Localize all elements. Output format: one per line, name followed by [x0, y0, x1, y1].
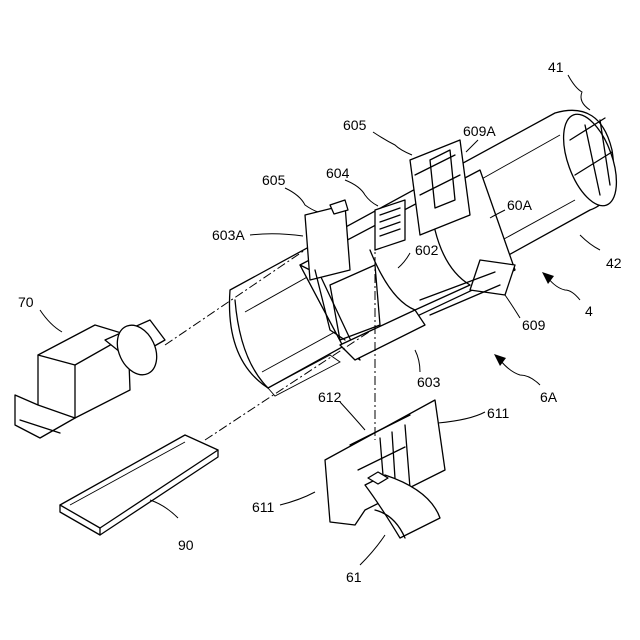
label-60A: 60A	[507, 197, 533, 213]
label-603A: 603A	[212, 227, 245, 243]
label-611-left: 611	[252, 499, 275, 515]
label-609: 609	[522, 317, 546, 333]
label-42: 42	[606, 255, 622, 271]
label-61: 61	[346, 569, 362, 585]
label-41: 41	[548, 59, 564, 75]
label-609A: 609A	[463, 123, 496, 139]
label-90: 90	[178, 537, 194, 553]
flat-plate	[60, 435, 218, 535]
label-611-right: 611	[487, 405, 510, 421]
label-604: 604	[326, 165, 350, 181]
label-612: 612	[318, 389, 342, 405]
label-70: 70	[18, 294, 34, 310]
label-602: 602	[415, 242, 439, 258]
label-4: 4	[585, 303, 593, 319]
label-603: 603	[417, 374, 441, 390]
label-605-left: 605	[262, 172, 286, 188]
end-cap	[15, 319, 165, 438]
label-6A: 6A	[540, 389, 558, 405]
label-605-top: 605	[343, 117, 367, 133]
bracket	[325, 400, 445, 538]
